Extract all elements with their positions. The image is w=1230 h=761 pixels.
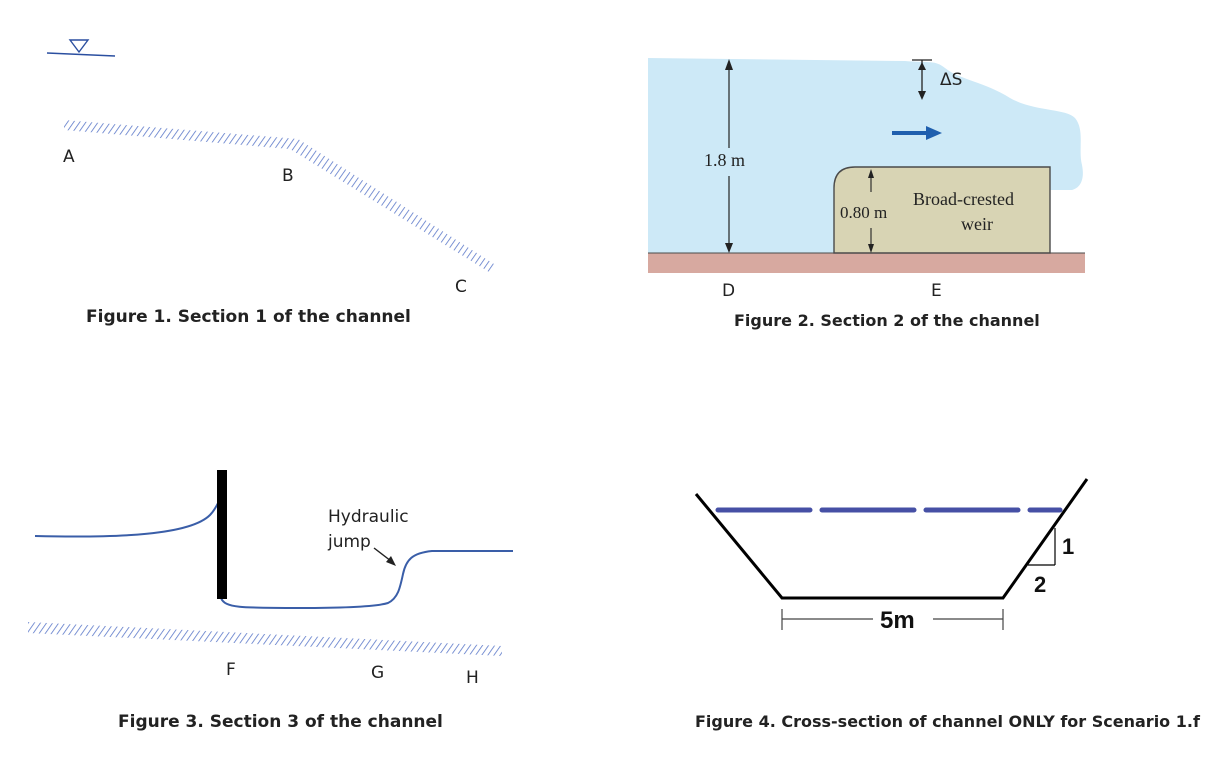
point-label-h: H <box>466 668 479 688</box>
figure-1-caption: Figure 1. Section 1 of the channel <box>86 307 411 327</box>
point-label-g: G <box>371 663 384 683</box>
channel-ground <box>648 253 1085 273</box>
point-label-b: B <box>282 166 294 186</box>
figure-2-caption: Figure 2. Section 2 of the channel <box>734 311 1040 330</box>
depth-label: 1.8 m <box>704 150 745 170</box>
weir-height-label: 0.80 m <box>840 203 887 222</box>
jump-pointer-arrow <box>373 547 396 566</box>
delta-s-marker <box>912 59 932 100</box>
weir-height-arrow <box>868 169 874 253</box>
point-label-c: C <box>455 277 467 297</box>
slope-vertical-label: 1 <box>1062 534 1074 559</box>
delta-s-label: ΔS <box>940 70 962 90</box>
point-label-d: D <box>722 281 735 301</box>
figure-1-diagram: A B C <box>46 39 494 297</box>
figure-3-diagram: Hydraulic jump F G H <box>28 470 513 688</box>
bottom-width-label: 5m <box>880 607 915 634</box>
downstream-water-surface <box>220 550 513 610</box>
depth-dimension-arrow <box>725 59 733 253</box>
flow-direction-arrow <box>892 126 942 140</box>
figure-3-caption: Figure 3. Section 3 of the channel <box>118 712 443 732</box>
channel-bed-hatch <box>28 622 502 656</box>
jump-label-line1: Hydraulic <box>328 507 409 527</box>
water-level-symbol <box>46 39 116 57</box>
jump-label-line2: jump <box>327 532 371 552</box>
sluice-gate <box>217 470 227 599</box>
channel-cross-section <box>694 478 1089 600</box>
bottom-width-dimension <box>781 609 1004 630</box>
figure-2-diagram: 1.8 m 0.80 m Broad-crested weir ΔS D E <box>648 58 1085 301</box>
figure-4-caption: Figure 4. Cross-section of channel ONLY … <box>695 712 1200 731</box>
point-label-e: E <box>931 281 942 301</box>
point-label-a: A <box>63 147 75 167</box>
side-slope-triangle <box>1028 528 1056 566</box>
point-label-f: F <box>226 660 236 680</box>
weir-label-line1: Broad-crested <box>913 189 1014 209</box>
weir-label-line2: weir <box>961 214 993 234</box>
broad-crested-weir <box>833 166 1051 254</box>
slope-horizontal-label: 2 <box>1034 572 1046 597</box>
